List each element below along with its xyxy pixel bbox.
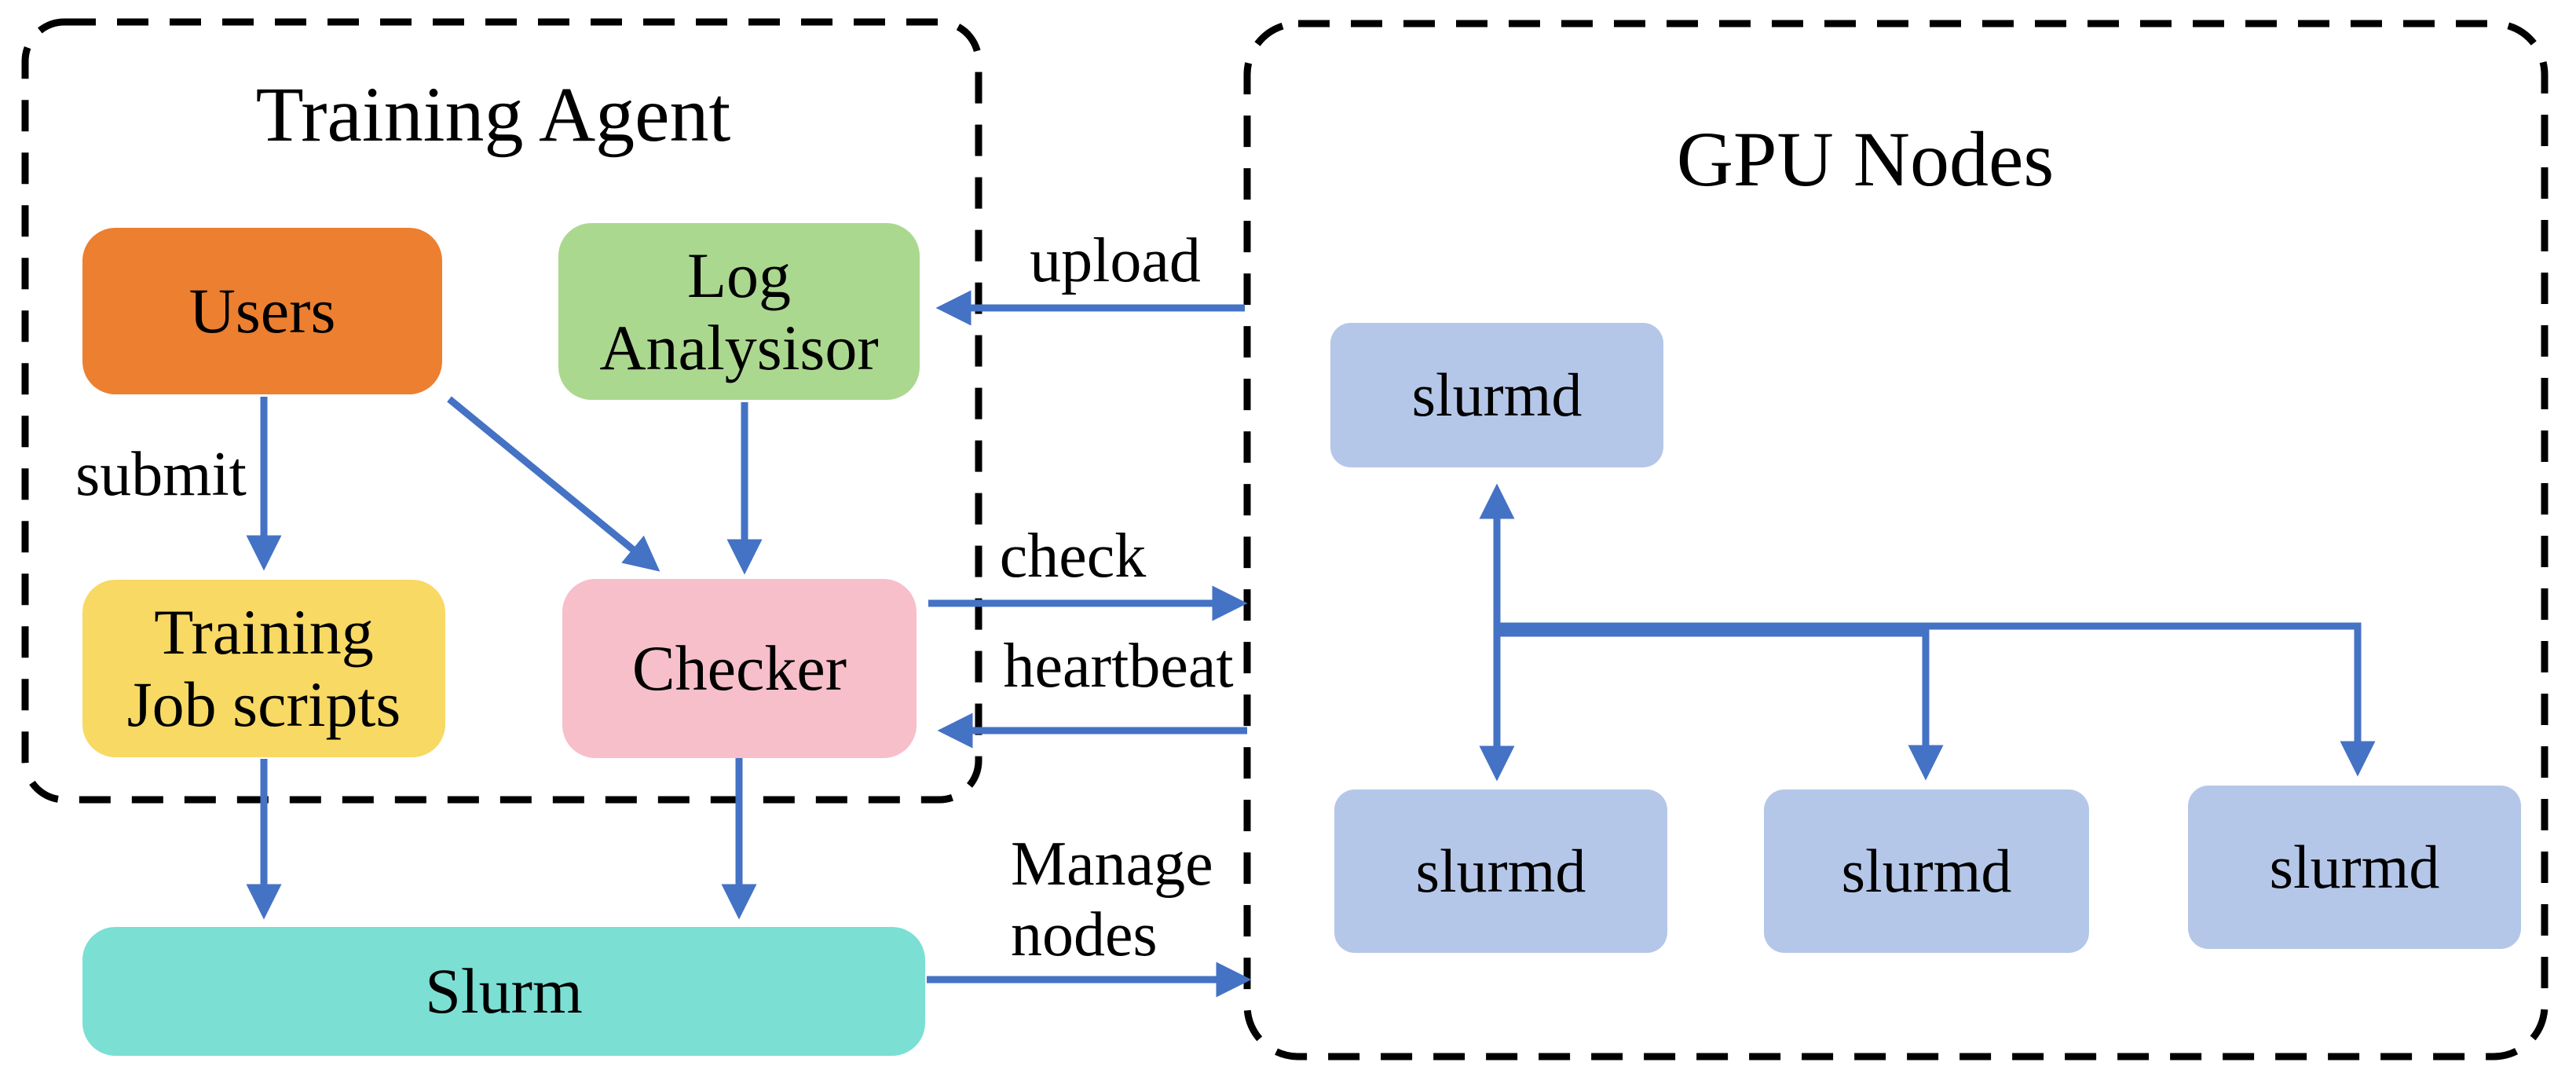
node-slurmd-1: slurmd xyxy=(1334,789,1667,953)
edge-label-upload: upload xyxy=(1030,226,1201,295)
node-log-analysisor: Log Analysisor xyxy=(558,223,920,400)
node-slurmd-2: slurmd xyxy=(1764,789,2089,953)
edge-label-manage-nodes: Manage nodes xyxy=(1011,830,1213,969)
gpu-nodes-title: GPU Nodes xyxy=(1676,115,2055,203)
arrow-slurmd-branch-right xyxy=(1497,622,2376,777)
node-slurm: Slurm xyxy=(82,927,925,1056)
gpu-nodes-border xyxy=(1243,20,2549,1061)
edge-label-submit: submit xyxy=(75,440,247,509)
node-slurmd-3: slurmd xyxy=(2188,786,2521,949)
arrow-slurmd-branch-middle xyxy=(1497,629,1944,781)
node-checker: Checker xyxy=(562,579,917,758)
training-agent-border xyxy=(21,18,982,804)
training-agent-title: Training Agent xyxy=(255,71,731,158)
node-slurmd-head: slurmd xyxy=(1330,323,1663,467)
edge-label-check: check xyxy=(999,522,1147,591)
edge-label-heartbeat: heartbeat xyxy=(1003,632,1234,701)
arrow-users-to-checker xyxy=(447,396,660,572)
node-users: Users xyxy=(82,228,442,394)
node-training-job-scripts: Training Job scripts xyxy=(82,580,445,757)
